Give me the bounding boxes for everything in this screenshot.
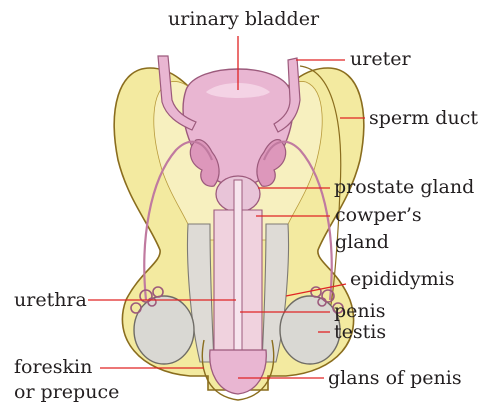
label-epididymis: epididymis — [350, 268, 454, 290]
right-testis — [280, 296, 340, 364]
label-cowpers-line1: cowper’s — [335, 204, 422, 226]
left-testis — [134, 296, 194, 364]
label-ureter: ureter — [350, 48, 411, 70]
label-foreskin-line2: or prepuce — [14, 381, 119, 403]
label-foreskin-line1: foreskin — [14, 356, 92, 378]
label-cowpers-line2: gland — [335, 231, 389, 253]
label-penis: penis — [334, 300, 385, 322]
label-sperm-duct: sperm duct — [369, 107, 478, 129]
label-testis: testis — [334, 321, 386, 343]
label-urinary-bladder: urinary bladder — [168, 8, 319, 30]
label-glans-of-penis: glans of penis — [328, 367, 462, 389]
label-urethra: urethra — [14, 289, 87, 311]
label-prostate-gland: prostate gland — [334, 176, 474, 198]
